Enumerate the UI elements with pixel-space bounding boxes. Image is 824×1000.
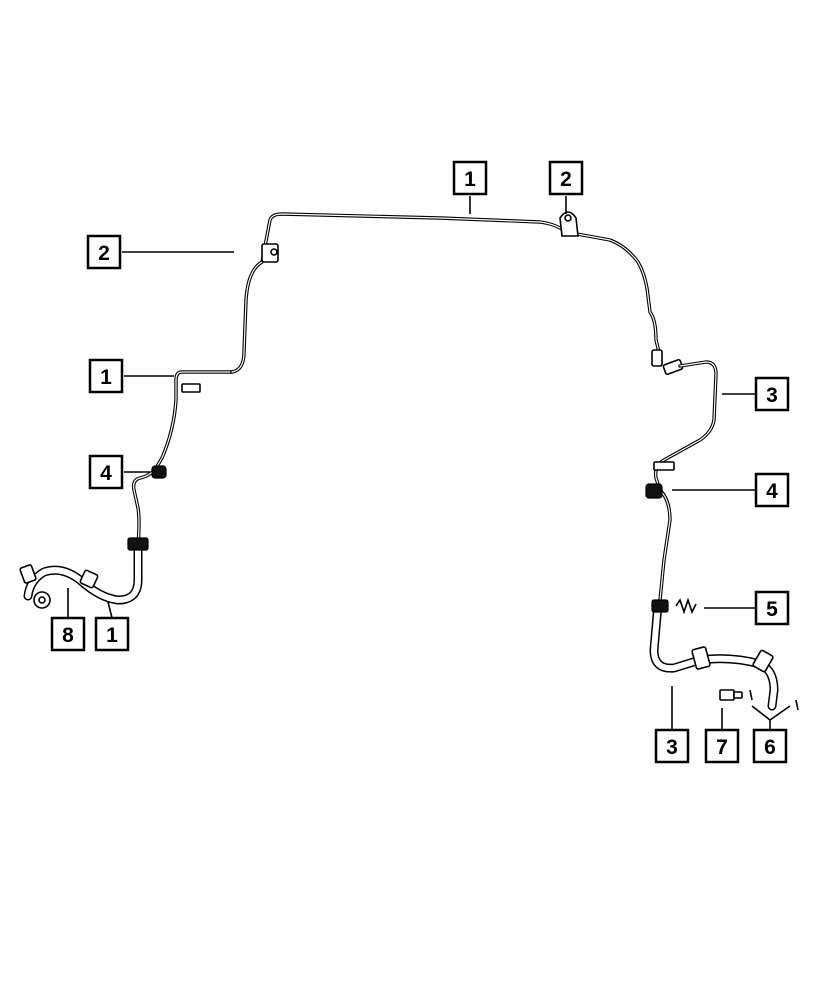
- callout-2-top-right: 2: [548, 160, 584, 196]
- brake-line-main: [131, 212, 662, 547]
- callout-5: 5: [754, 590, 790, 626]
- svg-text:2: 2: [560, 168, 572, 191]
- svg-text:4: 4: [100, 462, 112, 485]
- callout-1-left: 1: [88, 358, 124, 394]
- callout-1-top: 1: [452, 160, 488, 196]
- svg-text:3: 3: [666, 736, 678, 759]
- line-tab-right: [653, 461, 675, 471]
- brake-hose-left: [19, 537, 149, 609]
- svg-text:6: 6: [764, 736, 776, 759]
- svg-text:1: 1: [464, 168, 476, 191]
- svg-text:5: 5: [766, 598, 778, 621]
- washer-mark-2: [795, 699, 799, 711]
- washer-mark-1: [749, 689, 753, 701]
- svg-text:7: 7: [716, 736, 728, 759]
- leader-lines: [67, 196, 791, 734]
- line-coupler: [651, 349, 684, 376]
- callout-6: 6: [752, 728, 788, 764]
- callout-8: 8: [50, 616, 86, 652]
- brake-hose-right: [649, 599, 779, 711]
- callout-3-right: 3: [754, 376, 790, 412]
- callout-2-left: 2: [86, 234, 122, 270]
- line-tab-left: [181, 383, 201, 393]
- bracket-right: [559, 211, 579, 237]
- svg-text:8: 8: [62, 624, 74, 647]
- callout-4-left: 4: [88, 454, 124, 490]
- svg-text:4: 4: [766, 480, 778, 503]
- callout-7: 7: [704, 728, 740, 764]
- svg-text:1: 1: [106, 624, 118, 647]
- svg-text:3: 3: [766, 384, 778, 407]
- callout-4-right: 4: [754, 472, 790, 508]
- svg-text:2: 2: [98, 242, 110, 265]
- callout-3-bottom: 3: [654, 728, 690, 764]
- brake-line-right: [653, 360, 718, 602]
- bracket-left: [261, 243, 279, 263]
- spring-part: [675, 597, 697, 615]
- callout-1-bottom-left: 1: [94, 616, 130, 652]
- svg-text:1: 1: [100, 366, 112, 389]
- clip-left: [151, 465, 167, 479]
- clip-right: [645, 483, 663, 499]
- banjo-bolt: [719, 689, 743, 701]
